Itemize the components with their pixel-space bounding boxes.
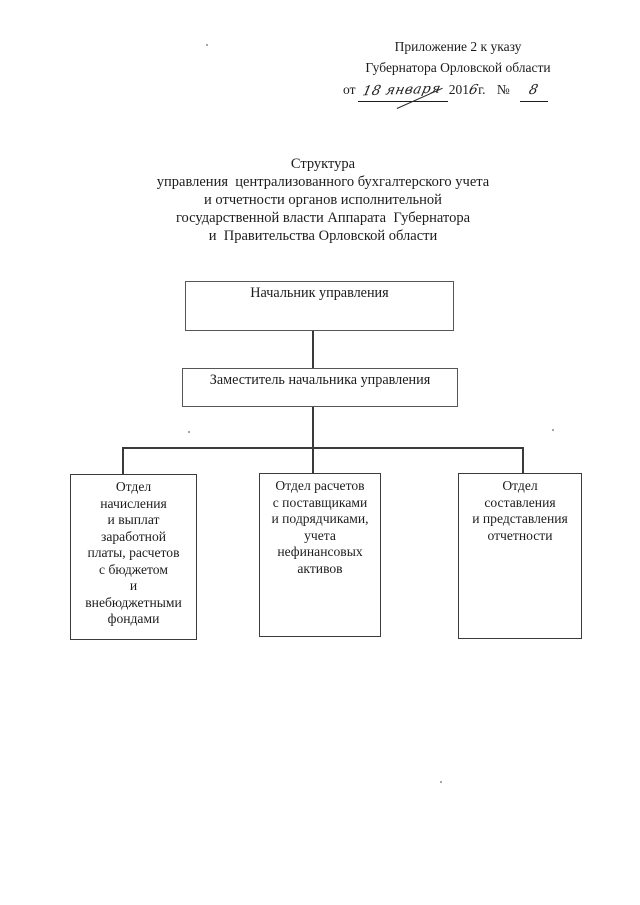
scan-speck bbox=[206, 44, 208, 46]
handwritten-number: 8 bbox=[527, 81, 540, 99]
year-typed: 201 bbox=[448, 82, 470, 97]
number-label: № bbox=[496, 82, 510, 97]
appendix-header: Приложение 2 к указу Губернатора Орловск… bbox=[341, 36, 575, 102]
scan-speck bbox=[440, 781, 442, 783]
connector-horizontal-bus bbox=[122, 447, 524, 449]
connector-head-to-deputy bbox=[312, 331, 314, 368]
appendix-line-2: Губернатора Орловской области bbox=[365, 60, 551, 75]
orgchart-box-dept-payroll: Отдел начисления и выплат заработной пла… bbox=[70, 474, 197, 640]
connector-drop-right bbox=[522, 447, 524, 473]
scan-speck bbox=[188, 431, 190, 433]
connector-deputy-to-bus bbox=[312, 407, 314, 448]
connector-drop-left bbox=[122, 447, 124, 474]
connector-drop-middle bbox=[312, 447, 314, 473]
date-prefix: от bbox=[343, 82, 356, 97]
orgchart-box-deputy: Заместитель начальника управления bbox=[182, 368, 458, 407]
handwritten-day-month: 18 января bbox=[361, 80, 443, 100]
handwritten-number-underline: 8 bbox=[519, 79, 548, 102]
handwritten-date-underline: 18 января bbox=[358, 79, 448, 102]
orgchart-box-dept-suppliers: Отдел расчетов с поставщиками и подрядчи… bbox=[259, 473, 381, 637]
year-suffix: г. bbox=[478, 82, 486, 97]
scan-speck bbox=[552, 429, 554, 431]
appendix-line-1: Приложение 2 к указу bbox=[394, 39, 522, 54]
document-title: Структура управления централизованного б… bbox=[156, 156, 490, 244]
orgchart-box-dept-reporting: Отдел составления и представления отчетн… bbox=[458, 473, 582, 639]
orgchart-box-head: Начальник управления bbox=[185, 281, 454, 331]
